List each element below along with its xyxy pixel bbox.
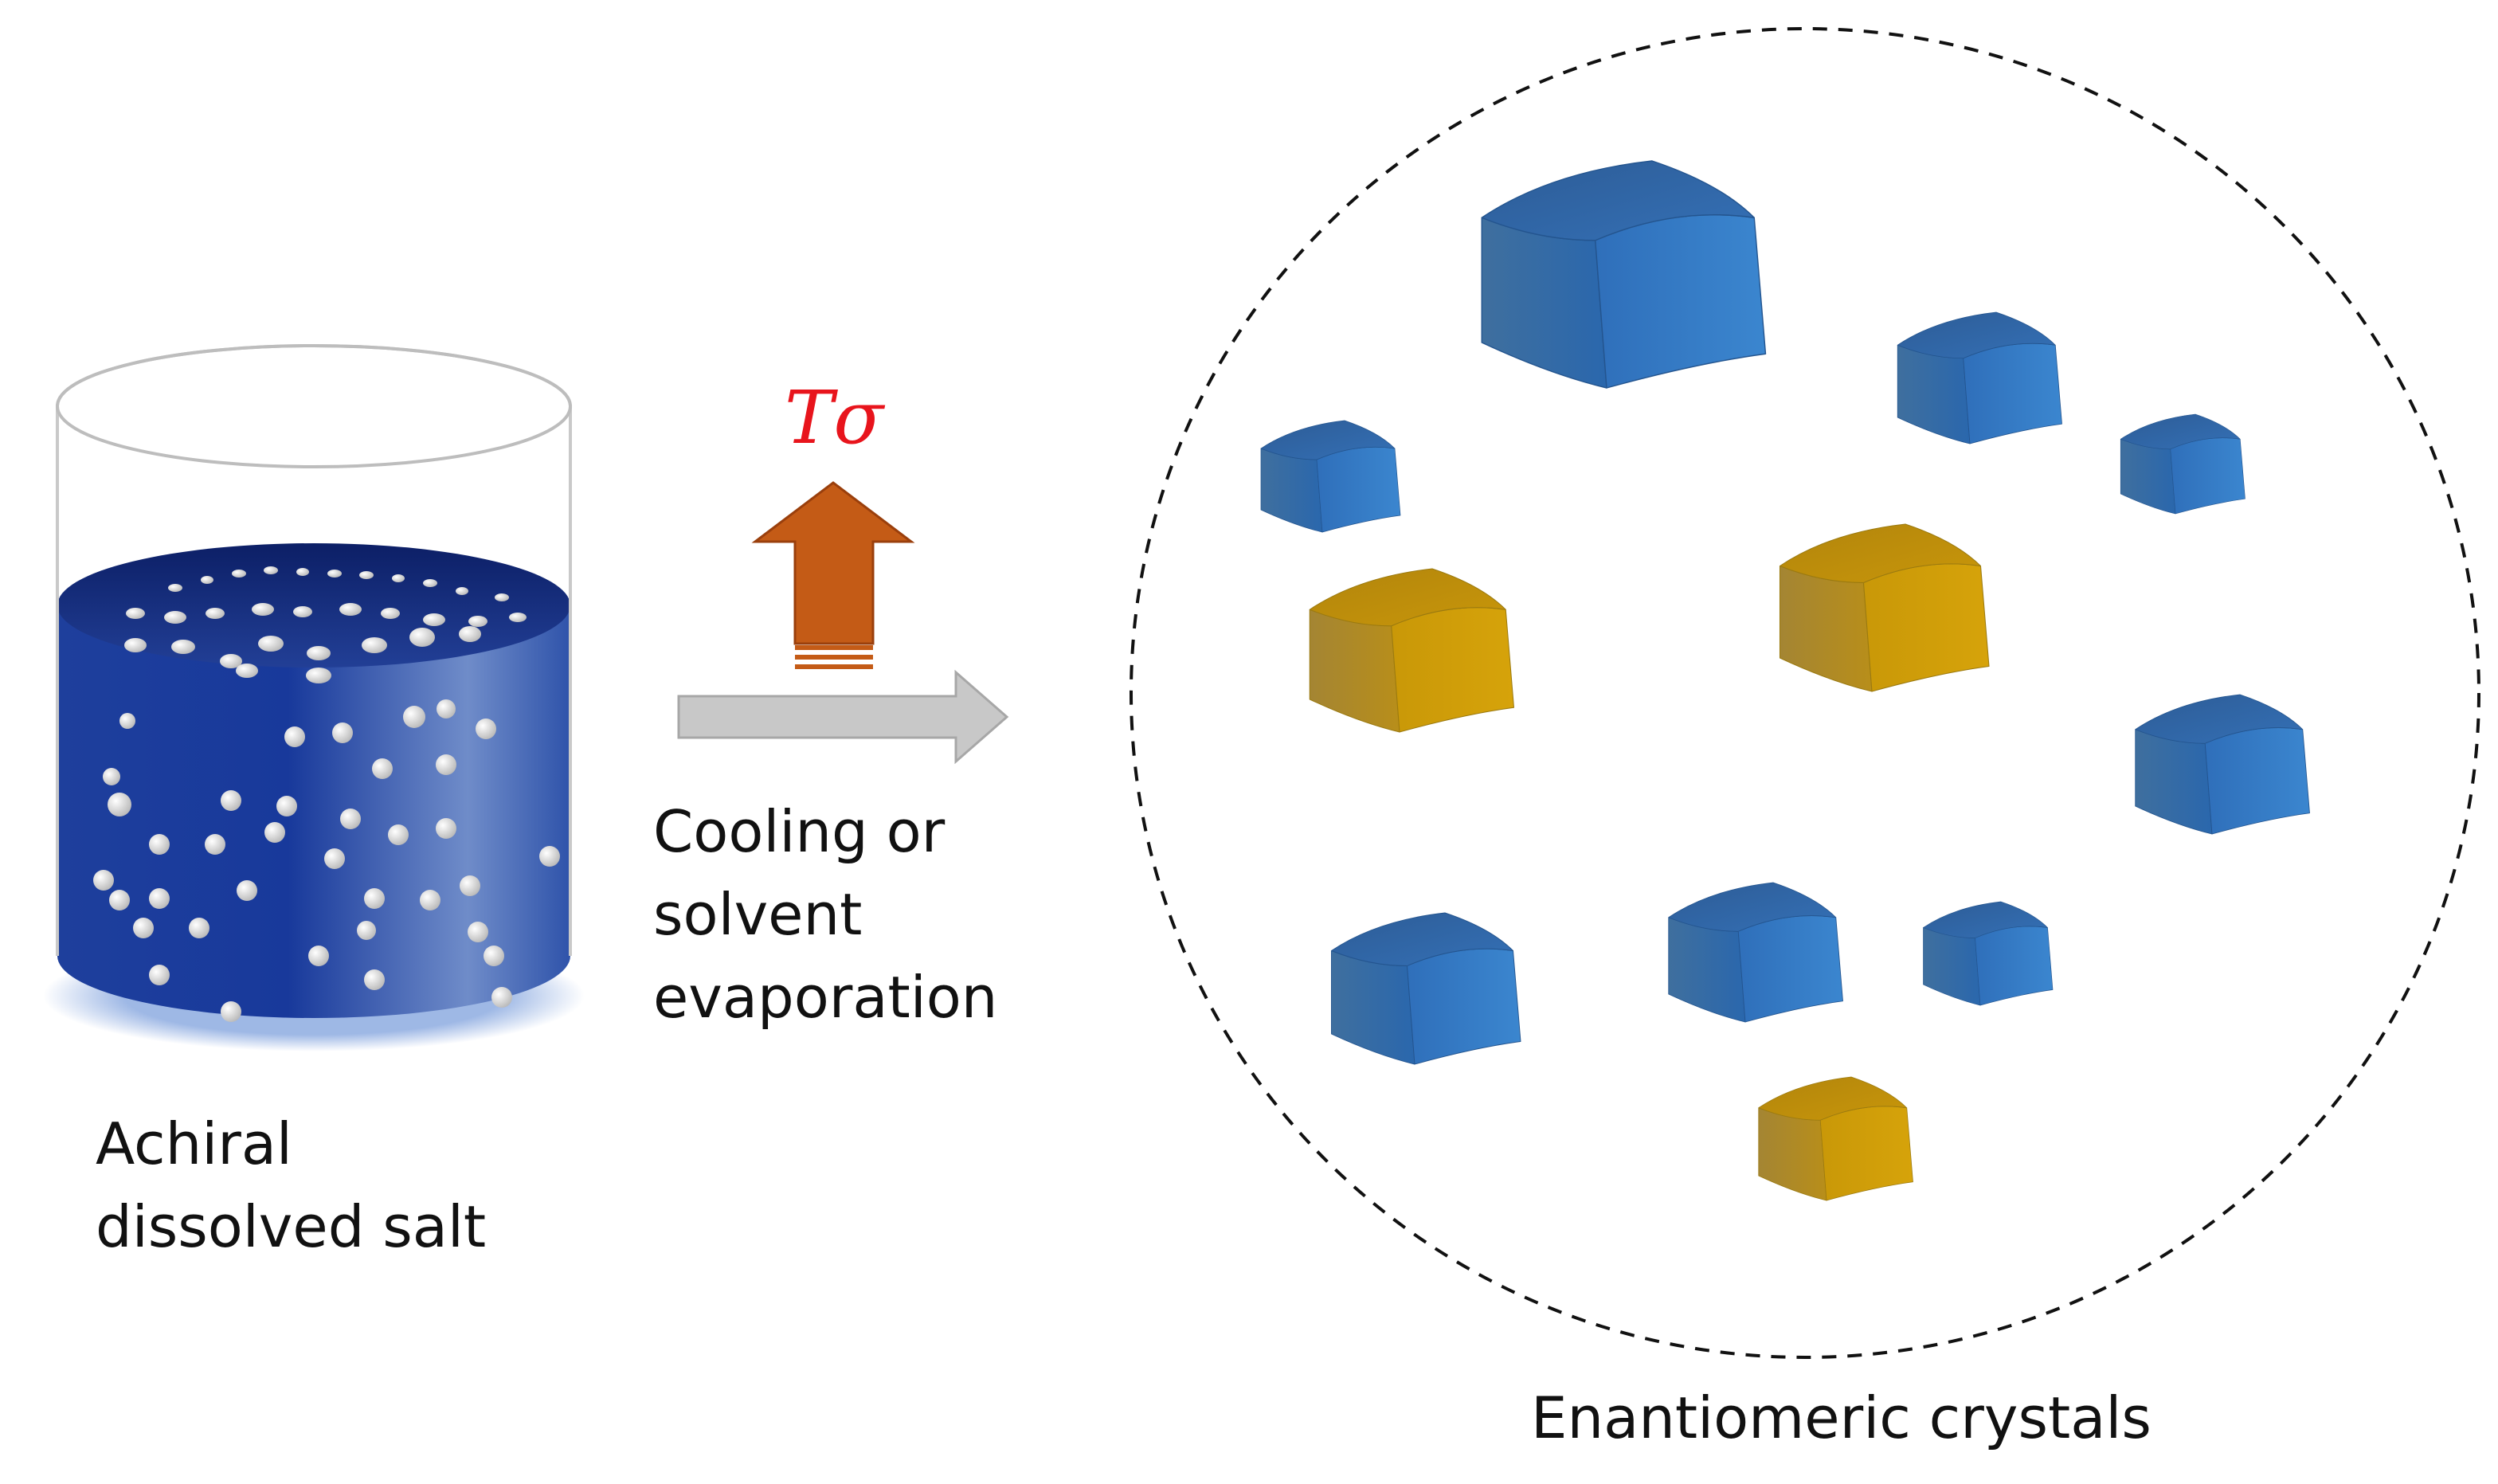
bubble (372, 758, 393, 779)
bubble (206, 608, 225, 619)
bubble (236, 664, 258, 678)
bubble (232, 570, 246, 578)
bubble (460, 875, 480, 896)
crystal-region-outline (1130, 27, 2480, 1359)
crystal-gold (1758, 1076, 1913, 1201)
bubble (171, 640, 195, 654)
bubble (284, 726, 305, 747)
crystal-blue (1923, 901, 2054, 1006)
bubble (149, 965, 170, 985)
bubble (264, 566, 278, 574)
bubble (119, 713, 135, 729)
bubble (308, 946, 329, 966)
bubble (264, 822, 285, 843)
crystal-blue (1668, 882, 1843, 1023)
bubble (340, 809, 361, 829)
bubble (468, 922, 488, 942)
right-arrow-icon (677, 669, 1009, 765)
bubble (392, 574, 405, 582)
bubble (108, 793, 131, 816)
bubble (124, 638, 147, 652)
bubble (423, 613, 445, 626)
salt-label: Achiral dissolved salt (96, 1110, 487, 1260)
bubble (126, 608, 145, 619)
process-label: Cooling or solvent evaporation (653, 798, 998, 1031)
bubble (420, 890, 440, 910)
bubble (364, 888, 385, 909)
bubble (220, 654, 242, 668)
bubble (103, 768, 120, 785)
bubble (164, 611, 186, 624)
bubble (168, 584, 182, 592)
beaker-icon (43, 344, 585, 1051)
bubble (456, 587, 468, 595)
bubble (293, 606, 312, 617)
bubble (332, 722, 353, 743)
crystals-label: Enantiomeric crystals (1531, 1384, 2151, 1451)
bubble (436, 754, 456, 775)
bubble (459, 626, 481, 642)
bubble (484, 946, 504, 966)
crystal-gold (1779, 523, 1990, 692)
bubble (276, 796, 297, 816)
bubble (324, 848, 345, 869)
bubble (306, 668, 331, 683)
bubble (149, 888, 170, 909)
crystal-group (1260, 160, 2310, 1201)
bubble (252, 603, 274, 616)
bubble (189, 918, 209, 938)
bubble (258, 636, 284, 652)
up-arrow-icon (751, 481, 915, 669)
bubble (109, 890, 130, 910)
bubble (436, 818, 456, 839)
bubble (221, 1001, 241, 1022)
bubble (381, 608, 400, 619)
bubble (491, 987, 512, 1008)
bubble (201, 576, 213, 584)
bubble (357, 921, 376, 940)
bubble (93, 870, 114, 891)
crystal-blue (2135, 694, 2310, 835)
crystal-blue (1260, 420, 1401, 533)
bubble (205, 834, 225, 855)
bubble (509, 613, 527, 622)
crystal-blue (1897, 311, 2062, 444)
bubble (221, 790, 241, 811)
bubble (437, 699, 456, 719)
bubble (359, 571, 374, 579)
bubble (409, 628, 435, 647)
bubble (339, 603, 362, 616)
crystal-gold (1309, 568, 1515, 733)
bubble (403, 706, 425, 728)
temperature-supersaturation-label: Tσ (785, 375, 884, 460)
bubble (133, 918, 154, 938)
bubble (476, 719, 496, 739)
solution-surface (57, 543, 570, 668)
bubble (495, 593, 509, 601)
crystal-blue (1331, 912, 1521, 1065)
crystal-blue (1481, 160, 1767, 389)
bubble (296, 568, 309, 576)
bubble (149, 834, 170, 855)
bubble (468, 616, 487, 627)
bubble (364, 969, 385, 990)
bubble (362, 637, 387, 653)
crystal-blue (2120, 413, 2245, 515)
bubbles (93, 566, 560, 1022)
bubble (423, 579, 437, 587)
bubble (237, 880, 257, 901)
bubble (388, 824, 409, 845)
bubble (327, 570, 342, 578)
bubble (539, 846, 560, 867)
bubble (307, 646, 331, 660)
